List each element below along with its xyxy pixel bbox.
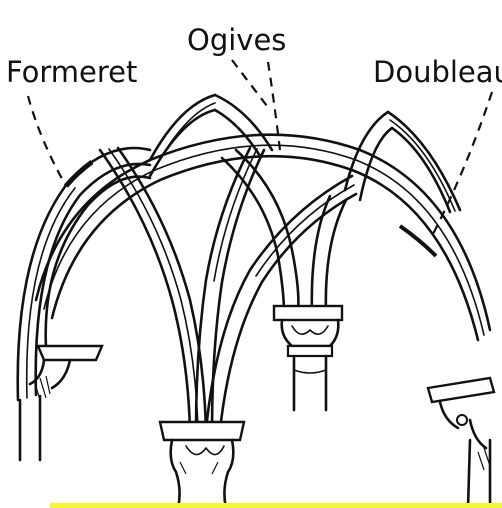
leader-ogives-left [232,60,270,110]
doubleau-arch [36,135,490,340]
right-capital [428,378,494,508]
ogive-rib-center [196,148,264,430]
ogive-rib-left [100,148,206,430]
label-formeret: Formeret [6,55,137,89]
front-pier [160,422,244,508]
rear-column [274,306,342,410]
leader-formeret [28,96,66,186]
label-doubleau: Doubleau [373,55,502,89]
label-ogives: Ogives [187,23,286,57]
formeret-arch [18,148,150,400]
leader-ogives-right [268,62,280,150]
left-capital [20,346,102,460]
highlight-band [50,503,502,508]
